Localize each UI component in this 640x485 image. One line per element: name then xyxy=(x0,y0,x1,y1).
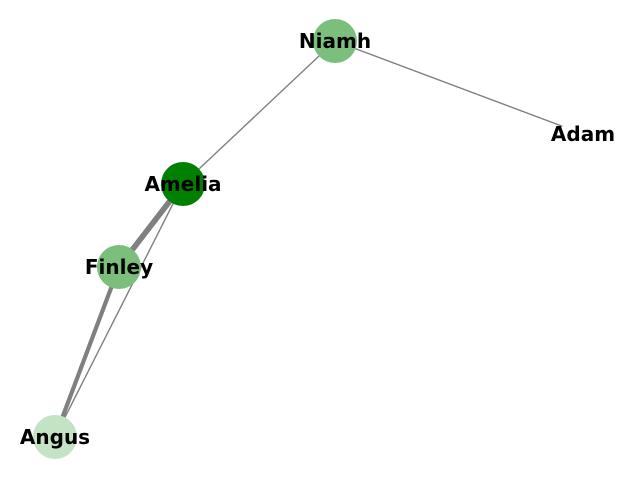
node-label-amelia: Amelia xyxy=(144,172,221,196)
edge-layer xyxy=(52,40,584,440)
node-adam[interactable] xyxy=(561,112,605,156)
edge-finley-angus xyxy=(52,264,122,440)
node-finley[interactable] xyxy=(97,245,141,289)
edge-niamh-adam xyxy=(334,40,584,135)
edge-amelia-angus xyxy=(54,183,184,438)
node-label-adam: Adam xyxy=(551,122,615,146)
node-label-angus: Angus xyxy=(20,425,90,449)
node-niamh[interactable] xyxy=(313,19,357,63)
node-amelia[interactable] xyxy=(161,162,205,206)
node-label-niamh: Niamh xyxy=(299,29,371,53)
node-angus[interactable] xyxy=(33,415,77,459)
node-label-finley: Finley xyxy=(85,255,153,279)
node-layer xyxy=(33,19,605,459)
edge-niamh-amelia xyxy=(182,40,336,185)
